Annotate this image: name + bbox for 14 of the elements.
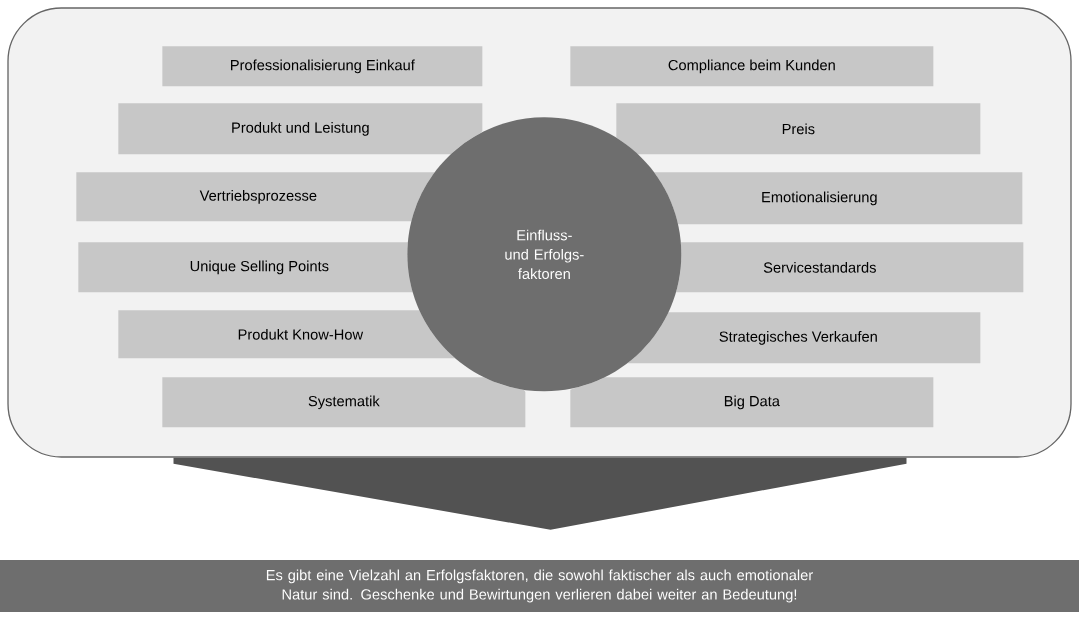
factor-box: Produkt und Leistung <box>118 103 483 155</box>
factor-box: Systematik <box>162 377 526 428</box>
factor-box: Emotionalisierung <box>654 172 1023 225</box>
factor-box: Servicestandards <box>675 242 1024 293</box>
factor-box: Unique Selling Points <box>78 242 413 293</box>
factor-box: Produkt Know-How <box>118 310 456 359</box>
factor-box: Compliance beim Kunden <box>570 46 934 87</box>
conclusion-band: Es gibt eine Vielzahl an Erfolgsfaktoren, die sowohl faktischer als auch emotionaler Natur sind. Geschenke und Bewirtungen verlieren dabei weiter an Bedeutung! <box>0 560 1079 612</box>
factor-box: Vertriebsprozesse <box>76 172 435 222</box>
factor-box: Strategisches Verkaufen <box>627 312 981 364</box>
factor-box: Preis <box>616 103 981 155</box>
factor-box: Professionalisierung Einkauf <box>162 46 483 87</box>
factor-box: Big Data <box>570 377 934 428</box>
chevron-arrow <box>173 457 907 530</box>
